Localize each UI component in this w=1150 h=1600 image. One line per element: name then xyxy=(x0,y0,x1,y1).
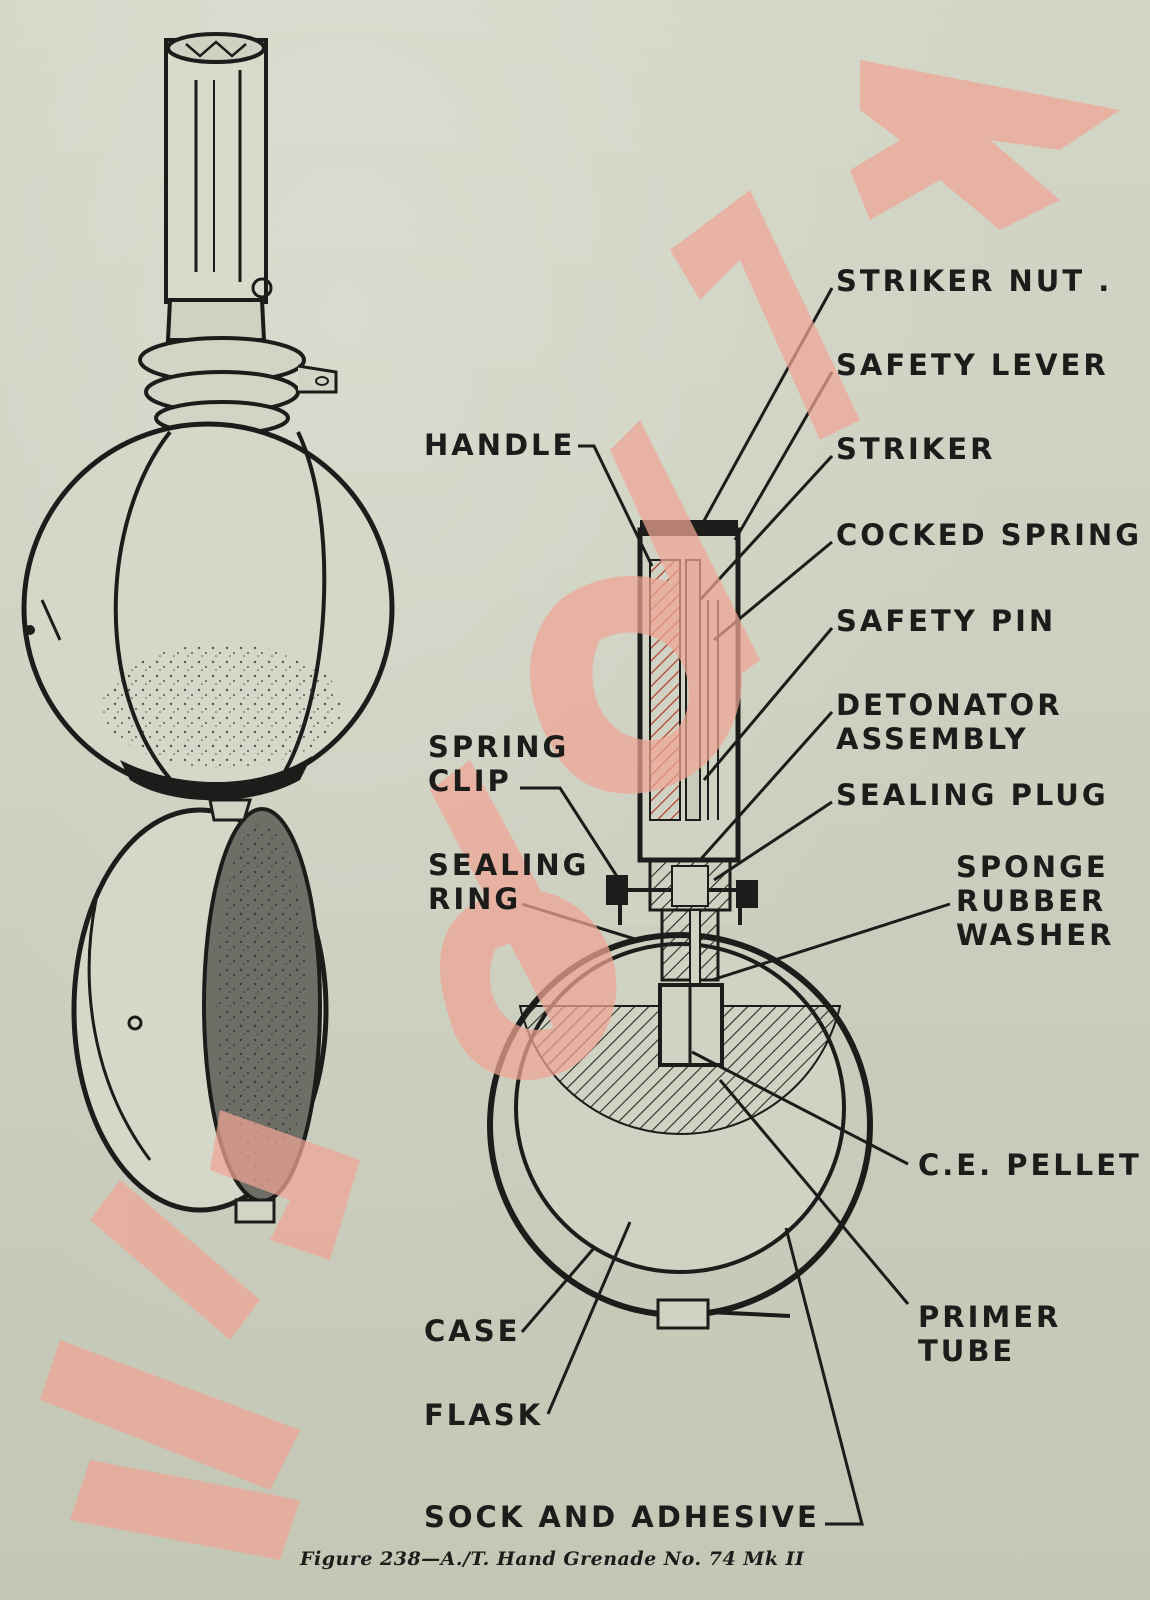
label-spring-clip-line1: SPRING xyxy=(428,730,570,764)
label-sponge-rubber-washer: SPONGE RUBBER WASHER xyxy=(956,850,1114,952)
sectional-grenade-view xyxy=(487,520,873,1330)
label-sealing-ring-line1: SEALING xyxy=(428,848,590,882)
label-primer-line2: TUBE xyxy=(918,1334,1016,1368)
label-cocked-spring: COCKED SPRING xyxy=(836,518,1143,552)
label-detonator-assembly: DETONATOR ASSEMBLY xyxy=(836,688,1063,756)
label-sealing-plug: SEALING PLUG xyxy=(836,778,1109,812)
label-detonator-line2: ASSEMBLY xyxy=(836,722,1029,756)
label-detonator-line1: DETONATOR xyxy=(836,688,1063,722)
label-sock-and-adhesive: SOCK AND ADHESIVE xyxy=(424,1500,820,1534)
label-spring-clip-line2: CLIP xyxy=(428,764,512,798)
label-striker: STRIKER xyxy=(836,432,996,466)
figure-caption: Figure 238—A./T. Hand Grenade No. 74 Mk … xyxy=(300,1548,805,1570)
label-safety-pin: SAFETY PIN xyxy=(836,604,1057,638)
label-striker-nut: STRIKER NUT . xyxy=(836,264,1113,298)
label-sponge-line3: WASHER xyxy=(956,918,1115,952)
label-sponge-line2: RUBBER xyxy=(956,884,1107,918)
handle-tube xyxy=(164,38,268,304)
label-sealing-ring: SEALING RING xyxy=(428,848,589,916)
label-sealing-ring-line2: RING xyxy=(428,882,522,916)
label-sponge-line1: SPONGE xyxy=(956,850,1109,884)
exterior-grenade-view xyxy=(21,32,395,1224)
label-handle: HANDLE xyxy=(424,428,576,462)
label-spring-clip: SPRING CLIP xyxy=(428,730,569,798)
label-ce-pellet: C.E. PELLET xyxy=(918,1148,1142,1182)
label-primer-tube: PRIMER TUBE xyxy=(918,1300,1061,1368)
label-primer-line1: PRIMER xyxy=(918,1300,1062,1334)
label-case: CASE xyxy=(424,1314,521,1348)
label-flask: FLASK xyxy=(424,1398,544,1432)
label-safety-lever: SAFETY LEVER xyxy=(836,348,1109,382)
